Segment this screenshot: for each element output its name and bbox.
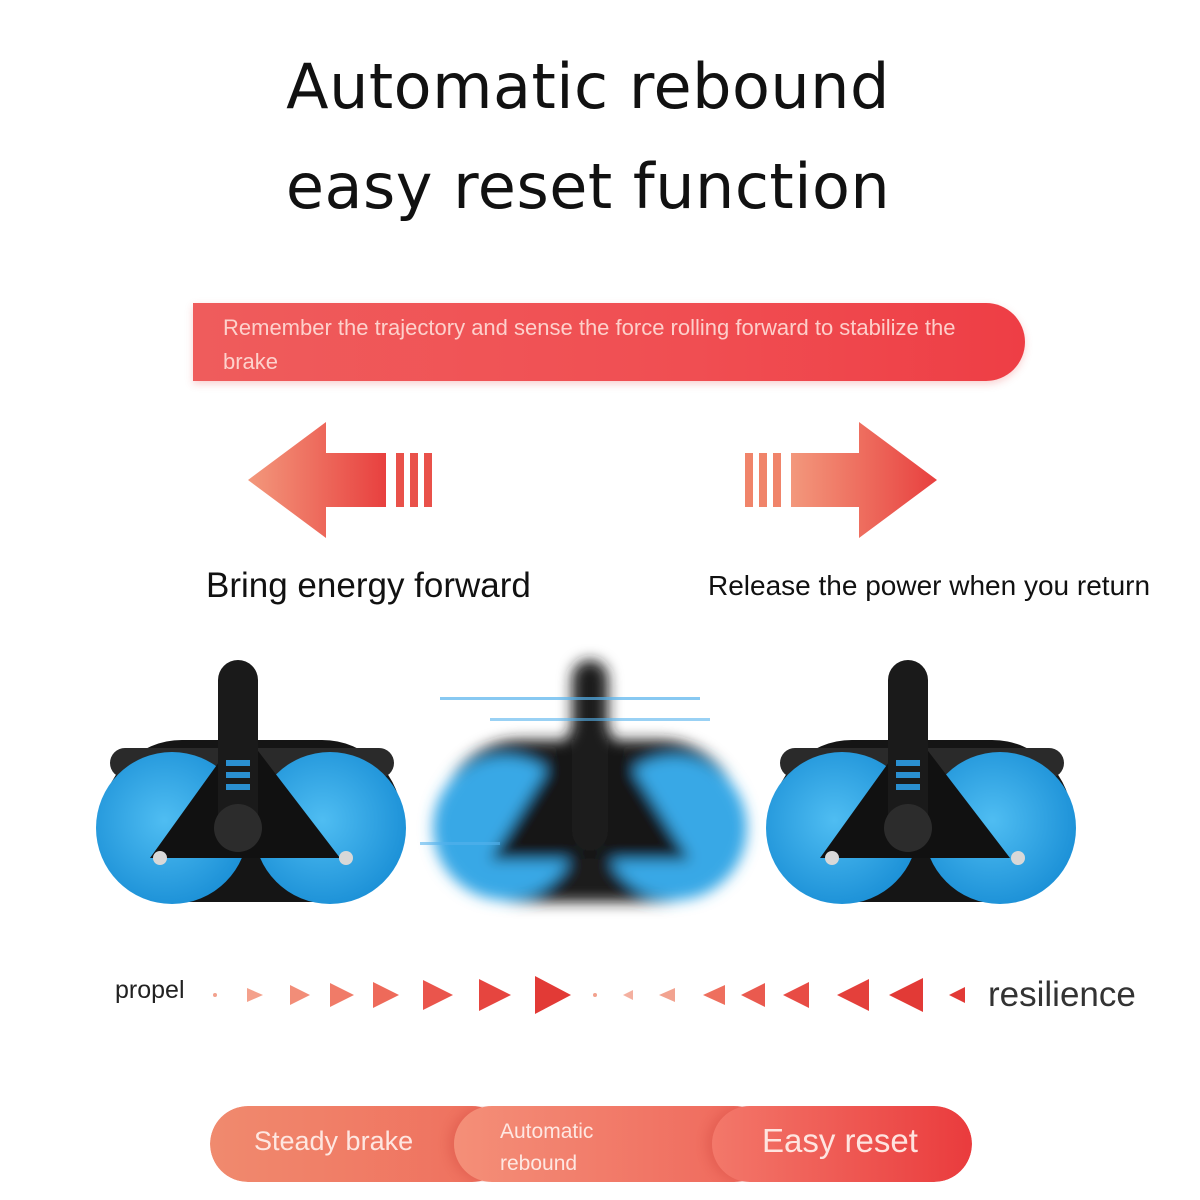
info-banner-text: Remember the trajectory and sense the fo… (223, 315, 956, 374)
headline-line-2: easy reset function (285, 150, 891, 223)
ab-roller-right-icon (766, 660, 1076, 904)
feature-label: Automatic rebound (500, 1120, 594, 1175)
caption-bring-energy: Bring energy forward (206, 566, 531, 605)
headline-line-1: Automatic rebound (286, 50, 890, 123)
feature-pill-easy-reset: Easy reset (712, 1106, 972, 1182)
ab-roller-left-icon (96, 660, 406, 904)
feature-label: Easy reset (762, 1122, 918, 1159)
arrow-left-icon (248, 422, 432, 538)
caption-release-power: Release the power when you return (708, 570, 1151, 601)
feature-pill-bar: Steady brake Automatic rebound Easy rese… (210, 1106, 972, 1182)
info-banner: Remember the trajectory and sense the fo… (193, 303, 1025, 381)
ab-roller-middle-icon (433, 660, 747, 902)
motion-triangles-icon (213, 976, 965, 1014)
arrow-right-icon (745, 422, 937, 538)
propel-label: propel (115, 976, 185, 1004)
feature-label: Steady brake (254, 1126, 414, 1156)
resilience-label: resilience (988, 975, 1136, 1014)
ab-wheel-illustration (96, 660, 1076, 904)
